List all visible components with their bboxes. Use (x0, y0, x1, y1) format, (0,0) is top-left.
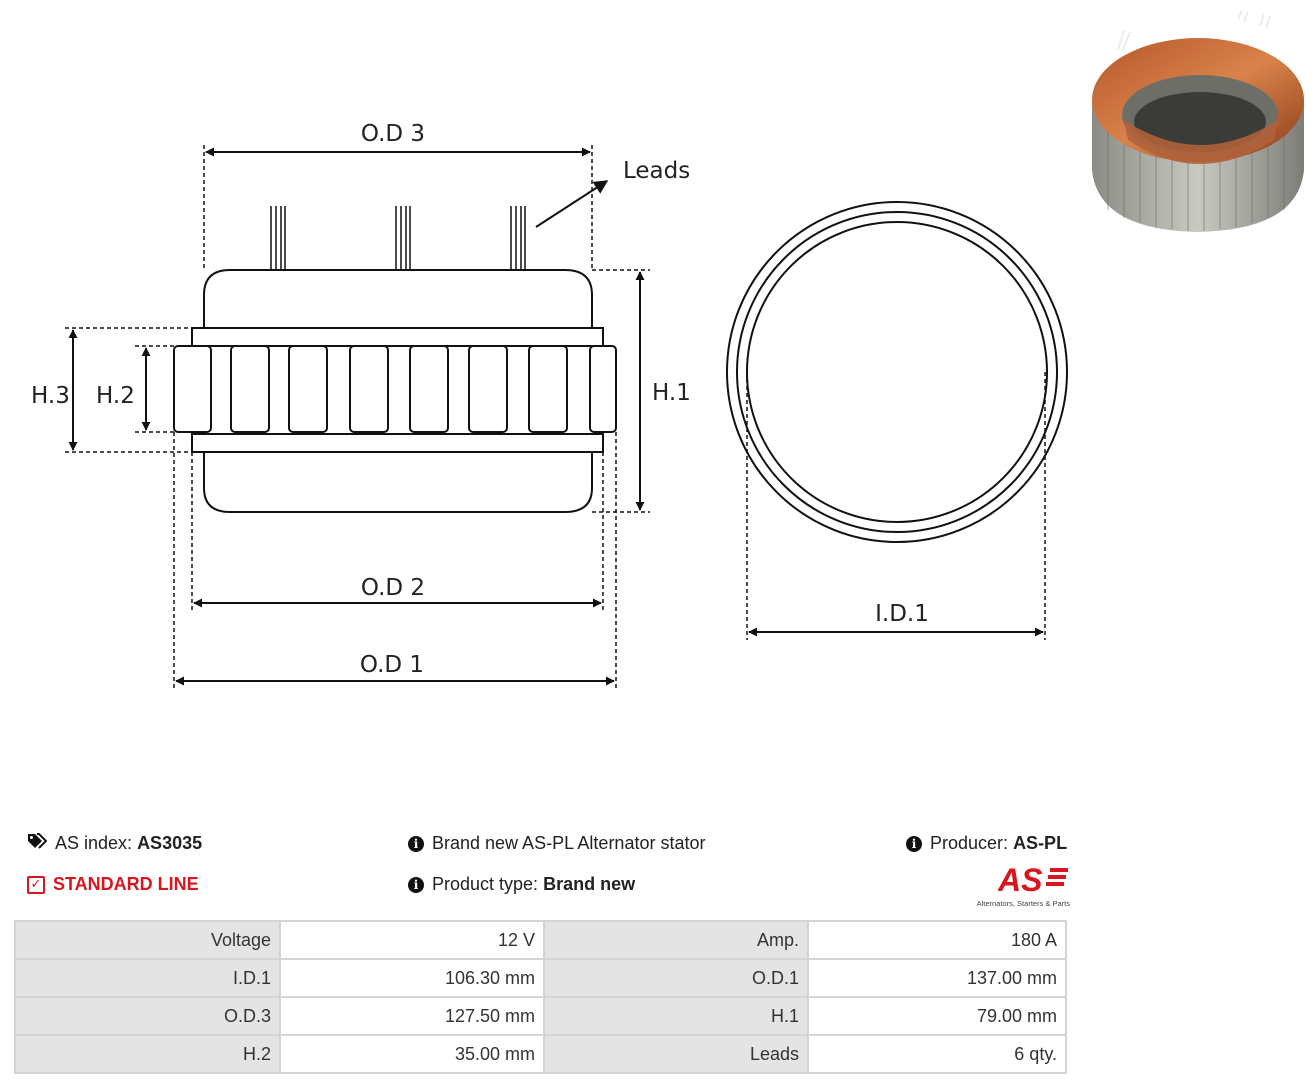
h1-label: H.1 (652, 380, 691, 406)
upper-winding (203, 269, 593, 330)
spec-value: 127.50 mm (279, 996, 545, 1036)
spec-label: Leads (543, 1034, 809, 1074)
spec-value: 35.00 mm (279, 1034, 545, 1074)
core-bottom-band (191, 433, 604, 453)
lead-wires (270, 206, 526, 270)
spec-value: 106.30 mm (279, 958, 545, 998)
spec-value: 6 qty. (807, 1034, 1067, 1074)
spec-label: Voltage (14, 920, 281, 960)
dimension-arrows (68, 147, 1044, 686)
description-text: Brand new AS-PL Alternator stator (432, 833, 706, 853)
table-row: I.D.1 106.30 mm O.D.1 137.00 mm (14, 958, 1067, 998)
product-type-label: Product type: (432, 874, 539, 894)
product-type-value: Brand new (543, 874, 636, 894)
as-index: AS index: AS3035 (27, 833, 202, 854)
standard-line: ✓ STANDARD LINE (27, 874, 199, 895)
table-row: H.2 35.00 mm Leads 6 qty. (14, 1034, 1067, 1074)
stator-dimension-drawing: O.D 3 Leads H.3 H.2 H.1 O.D 2 O.D 1 I.D.… (31, 121, 1068, 688)
svg-text:AS: AS (998, 864, 1043, 894)
table-row: Voltage 12 V Amp. 180 A (14, 920, 1067, 960)
table-row: O.D.3 127.50 mm H.1 79.00 mm (14, 996, 1067, 1036)
tags-icon (27, 833, 48, 854)
od3-label: O.D 3 (361, 121, 425, 147)
as-logo-mark: AS (997, 862, 1068, 898)
core-top-band (191, 327, 604, 347)
info-icon: i (408, 835, 424, 852)
spec-value: 79.00 mm (807, 996, 1067, 1036)
producer: i Producer: AS-PL (906, 833, 1067, 854)
specs-table: Voltage 12 V Amp. 180 A I.D.1 106.30 mm … (14, 920, 1067, 1074)
spec-label: O.D.1 (543, 958, 809, 998)
as-index-value: AS3035 (137, 833, 203, 853)
spec-label: O.D.3 (14, 996, 281, 1036)
as-pl-logo: AS Alternators, Starters & Parts (962, 862, 1070, 908)
h3-label: H.3 (31, 383, 70, 409)
h2-label: H.2 (96, 383, 135, 409)
spec-label: Amp. (543, 920, 809, 960)
spec-value: 12 V (279, 920, 545, 960)
check-square-icon: ✓ (27, 875, 45, 894)
producer-value: AS-PL (1013, 833, 1068, 853)
standard-line-label: STANDARD LINE (53, 874, 199, 894)
stator-top-view (726, 201, 1068, 543)
spec-label: I.D.1 (14, 958, 281, 998)
as-index-label: AS index: (55, 833, 133, 853)
logo-tagline: Alternators, Starters & Parts (976, 899, 1070, 908)
spec-value: 180 A (807, 920, 1067, 960)
od2-label: O.D 2 (361, 575, 425, 601)
od1-label: O.D 1 (360, 652, 424, 678)
product-description: i Brand new AS-PL Alternator stator (408, 833, 705, 854)
id1-label: I.D.1 (875, 601, 929, 627)
lower-winding (203, 452, 593, 513)
spec-label: H.1 (543, 996, 809, 1036)
extension-lines (65, 145, 1046, 688)
spec-value: 137.00 mm (807, 958, 1067, 998)
producer-label: Producer: (930, 833, 1009, 853)
leads-label: Leads (623, 158, 690, 184)
product-type: i Product type: Brand new (408, 874, 635, 895)
stator-photo (1092, 10, 1304, 232)
spec-label: H.2 (14, 1034, 281, 1074)
info-icon: i (408, 876, 424, 893)
core-segments (173, 345, 617, 433)
leads-pointer (535, 180, 609, 228)
info-icon: i (906, 835, 922, 852)
